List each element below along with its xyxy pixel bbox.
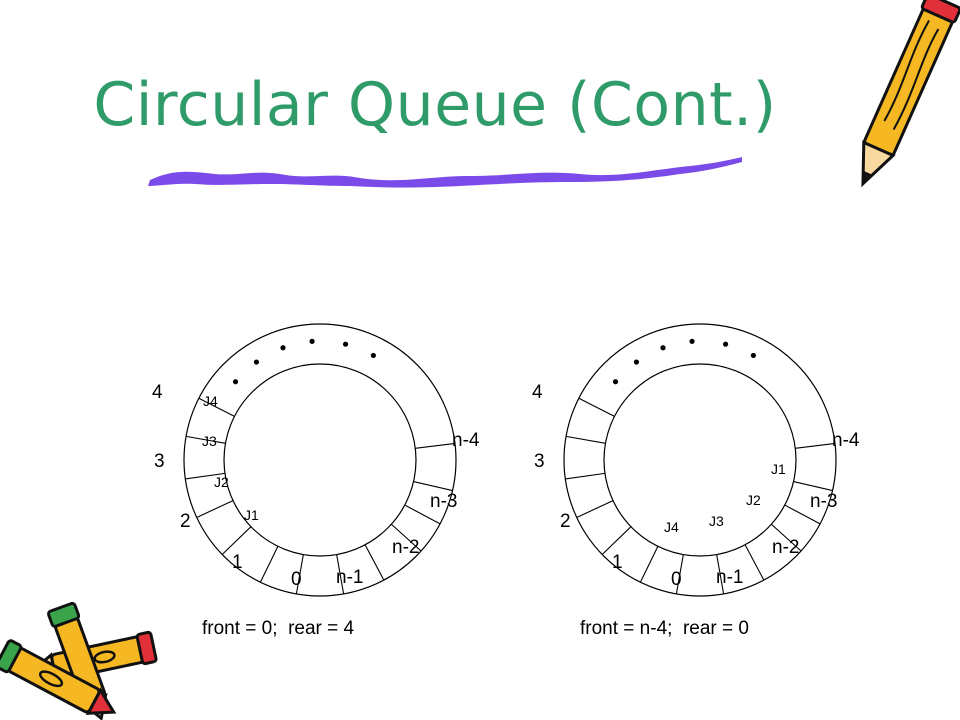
- slot-divider: [336, 554, 345, 595]
- circular-queue-left: 4 3 2 1 0 n-1 n-2 n-3 n-4 J4 J3 J2 J1: [152, 323, 480, 597]
- index-label-n-1: n-1: [716, 567, 743, 588]
- slot-divider: [413, 481, 453, 492]
- caption-right: front = n-4; rear = 0: [580, 618, 749, 639]
- ellipsis-dot: [342, 341, 349, 347]
- slot-divider: [185, 472, 226, 480]
- index-label-2: 2: [180, 511, 191, 532]
- ellipsis-dot: [309, 338, 315, 344]
- ring-outer: [183, 323, 457, 597]
- ellipsis-dot: [612, 379, 619, 385]
- index-label-n-3: n-3: [430, 491, 457, 512]
- slide-title: Circular Queue (Cont.): [93, 70, 777, 140]
- index-label-n-3: n-3: [810, 491, 837, 512]
- slot-divider: [675, 554, 684, 595]
- ring-inner: [223, 363, 417, 557]
- index-label-4: 4: [532, 382, 543, 403]
- index-label-n-4: n-4: [832, 430, 860, 451]
- slot-divider: [601, 526, 632, 555]
- slot-divider: [390, 523, 422, 552]
- slot-content-j1: J1: [244, 507, 259, 523]
- slot-divider: [259, 546, 279, 583]
- slot-divider: [185, 435, 226, 444]
- index-label-0: 0: [671, 569, 682, 590]
- pencil-icon: [861, 0, 960, 188]
- slot-divider: [565, 472, 606, 480]
- ring-outer: [563, 323, 837, 597]
- title-underline-stroke: [148, 157, 742, 188]
- index-label-3: 3: [534, 451, 545, 472]
- slot-content-j1: J1: [771, 461, 786, 477]
- index-label-n-1: n-1: [336, 567, 363, 588]
- index-label-n-4: n-4: [452, 430, 480, 451]
- slot-divider: [784, 504, 821, 525]
- index-label-n-2: n-2: [392, 537, 419, 558]
- slot-divider: [770, 523, 802, 552]
- slot-divider: [221, 526, 252, 555]
- slot-content-j2: J2: [214, 474, 229, 490]
- index-label-1: 1: [232, 552, 243, 573]
- slot-content-j4: J4: [203, 393, 218, 409]
- ellipsis-dot: [750, 352, 756, 359]
- slot-divider: [578, 397, 615, 417]
- slot-divider: [716, 554, 725, 595]
- index-label-0: 0: [291, 569, 302, 590]
- slot-divider: [404, 504, 441, 525]
- slot-divider: [639, 546, 659, 583]
- slot-divider: [415, 442, 456, 449]
- caption-left: front = 0; rear = 4: [202, 618, 355, 639]
- index-label-n-2: n-2: [772, 537, 799, 558]
- ellipsis-dot: [633, 359, 640, 365]
- ellipsis-dot: [722, 341, 729, 347]
- index-label-3: 3: [154, 451, 165, 472]
- slot-content-j4: J4: [664, 519, 679, 535]
- ellipsis-dot: [232, 379, 239, 385]
- ellipsis-dot: [253, 359, 260, 365]
- circular-queue-right: 4 3 2 1 0 n-1 n-2 n-3 n-4 J4 J3 J2 J1: [532, 323, 860, 597]
- index-label-2: 2: [560, 511, 571, 532]
- ellipsis-dot: [370, 352, 376, 359]
- crossed-pencils-icon: [0, 601, 158, 720]
- slot-divider: [198, 397, 235, 417]
- ellipsis-dot: [280, 345, 286, 351]
- slot-divider: [196, 500, 234, 518]
- slot-content-j3: J3: [202, 433, 217, 449]
- slot-divider: [576, 500, 614, 518]
- slot-content-j3: J3: [709, 513, 724, 529]
- slot-content-j2: J2: [746, 492, 761, 508]
- slot-divider: [364, 544, 385, 581]
- index-label-1: 1: [612, 552, 623, 573]
- slot-divider: [793, 481, 833, 492]
- slot-divider: [795, 442, 836, 449]
- ring-inner: [603, 363, 797, 557]
- ellipsis-dot: [689, 338, 695, 344]
- slot-divider: [565, 435, 606, 444]
- slot-divider: [744, 544, 765, 581]
- slot-divider: [295, 554, 304, 595]
- index-label-4: 4: [152, 382, 163, 403]
- ellipsis-dot: [660, 345, 666, 351]
